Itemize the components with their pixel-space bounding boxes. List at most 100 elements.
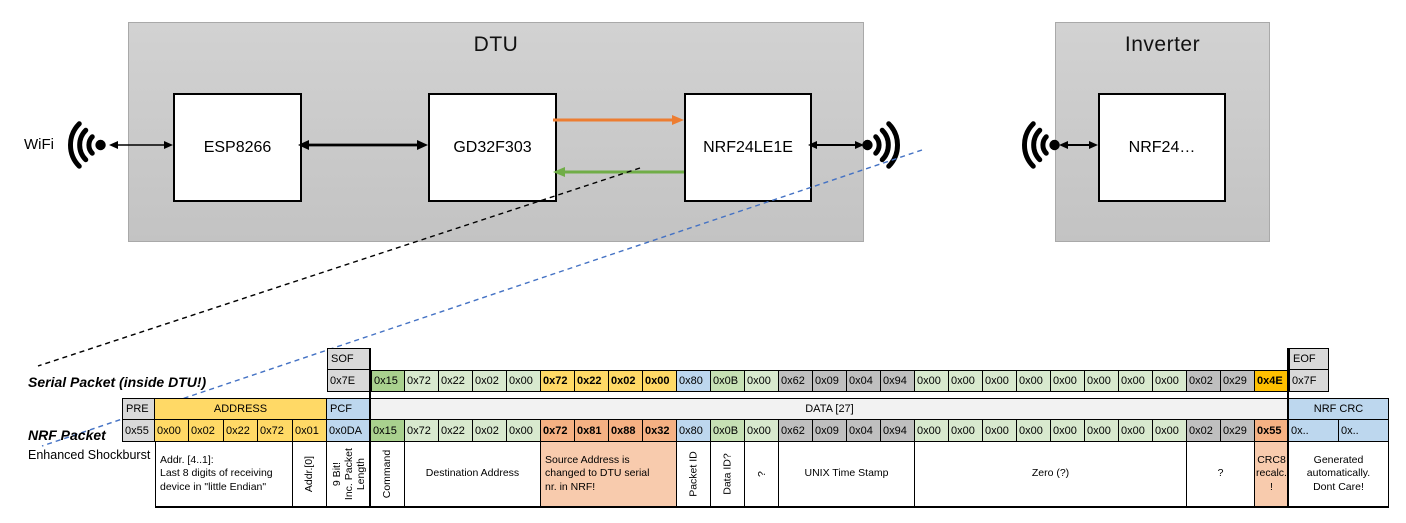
nrf-byte-cell: 0x02 — [1187, 420, 1221, 442]
nrf-byte-cell: 0x55 — [1255, 420, 1289, 442]
chip-nrf24-inverter-label: NRF24… — [1128, 138, 1196, 156]
serial-byte-cell: 0x00 — [983, 370, 1017, 392]
serial-byte-cell: 0x02 — [1187, 370, 1221, 392]
sof-column: SOF 0x7E — [327, 348, 371, 392]
nrf-byte-cell: 0x04 — [847, 420, 881, 442]
annotation-cell: Command — [371, 442, 405, 508]
wifi-icon — [68, 121, 106, 169]
nrf-packet-label: NRF Packet — [28, 427, 106, 443]
annotation-row: Addr. [4..1]: Last 8 digits of receiving… — [155, 442, 1389, 508]
inverter-container: Inverter — [1055, 22, 1270, 242]
serial-byte-cell: 0x0B — [711, 370, 745, 392]
annotation-cell: ? — [745, 442, 779, 508]
annotation-cell: Addr. [4..1]: Last 8 digits of receiving… — [155, 442, 293, 508]
sof-header: SOF — [327, 348, 371, 370]
serial-byte-cell: 0x04 — [847, 370, 881, 392]
nrf-byte-cell: 0x81 — [575, 420, 609, 442]
serial-packet-label: Serial Packet (inside DTU!) — [28, 374, 207, 390]
serial-byte-cell: 0x00 — [1119, 370, 1153, 392]
serial-byte-cell: 0x02 — [609, 370, 643, 392]
nrf-byte-cell: 0x72 — [541, 420, 575, 442]
nrf-byte-cell: 0x72 — [258, 420, 293, 442]
pre-header: PRE — [122, 398, 155, 420]
nrf-byte-cell: 0x88 — [609, 420, 643, 442]
annotation-cell: Zero (?) — [915, 442, 1187, 508]
pcf-header: PCF — [327, 398, 371, 420]
nrf-byte-cell: 0x09 — [813, 420, 847, 442]
nrf-byte-cell: 0x80 — [677, 420, 711, 442]
serial-byte-cell: 0x00 — [1153, 370, 1187, 392]
serial-byte-cell: 0x94 — [881, 370, 915, 392]
nrf-crc-header: NRF CRC — [1289, 398, 1389, 420]
address-header: ADDRESS — [155, 398, 327, 420]
serial-byte-cell: 0x22 — [439, 370, 473, 392]
serial-byte-cell: 0x00 — [643, 370, 677, 392]
serial-byte-cell: 0x00 — [1051, 370, 1085, 392]
eof-header: EOF — [1289, 348, 1329, 370]
annotation-cell: CRC8 recalc. ! — [1255, 442, 1289, 508]
nrf-byte-cell: 0x0DA — [327, 420, 371, 442]
serial-byte-cell: 0x00 — [1085, 370, 1119, 392]
nrf-byte-cell: 0x00 — [1017, 420, 1051, 442]
enhanced-shockburst-label: Enhanced Shockburst — [28, 448, 151, 462]
chip-gd32f303-label: GD32F303 — [453, 138, 532, 156]
chip-nrf24le1e: NRF24LE1E — [684, 93, 812, 202]
annotation-cell: Data ID? — [711, 442, 745, 508]
nrf-byte-cell: 0x00 — [745, 420, 779, 442]
nrf-byte-cell: 0x00 — [949, 420, 983, 442]
annotation-cell: UNIX Time Stamp — [779, 442, 915, 508]
data-right-separator — [1287, 348, 1289, 508]
nrf-byte-cell: 0x15 — [371, 420, 405, 442]
nrf-byte-cell: 0x72 — [405, 420, 439, 442]
inverter-title: Inverter — [1124, 33, 1201, 56]
nrf-byte-cell: 0x29 — [1221, 420, 1255, 442]
serial-byte-cell: 0x72 — [405, 370, 439, 392]
nrf-byte-cell: 0x00 — [1085, 420, 1119, 442]
nrf-header-row: PRE ADDRESS PCF DATA [27] NRF CRC — [122, 398, 1389, 420]
serial-byte-cell: 0x02 — [473, 370, 507, 392]
serial-byte-cell: 0x00 — [949, 370, 983, 392]
chip-gd32f303: GD32F303 — [428, 93, 557, 202]
annotation-cell: 9 Bit! Inc. Packet Length — [327, 442, 371, 508]
serial-byte-cell: 0x80 — [677, 370, 711, 392]
nrf-byte-cell: 0x55 — [122, 420, 155, 442]
serial-byte-cell: 0x00 — [745, 370, 779, 392]
wifi-icon — [862, 121, 900, 169]
serial-byte-cell: 0x09 — [813, 370, 847, 392]
nrf-byte-cell: 0x02 — [189, 420, 224, 442]
serial-byte-cell: 0x62 — [779, 370, 813, 392]
nrf-byte-cell: 0x.. — [1339, 420, 1389, 442]
serial-byte-cell: 0x00 — [507, 370, 541, 392]
chip-nrf24le1e-label: NRF24LE1E — [703, 138, 793, 156]
serial-byte-cell: 0x4E — [1255, 370, 1289, 392]
sof-value: 0x7E — [327, 370, 371, 392]
serial-byte-cell: 0x15 — [371, 370, 405, 392]
nrf-byte-cell: 0x01 — [293, 420, 327, 442]
chip-esp8266: ESP8266 — [173, 93, 302, 202]
annotation-cell: Packet ID — [677, 442, 711, 508]
nrf-byte-cell: 0x94 — [881, 420, 915, 442]
annotation-cell: Source Address is changed to DTU serial … — [541, 442, 677, 508]
nrf-byte-cell: 0x0B — [711, 420, 745, 442]
nrf-byte-cell: 0x02 — [473, 420, 507, 442]
nrf-byte-cell: 0x00 — [155, 420, 189, 442]
chip-esp8266-label: ESP8266 — [203, 138, 272, 156]
serial-byte-cell: 0x22 — [575, 370, 609, 392]
nrf-byte-cell: 0x22 — [439, 420, 473, 442]
annotation-cell: Addr.[0] — [293, 442, 327, 508]
nrf-byte-cell: 0x00 — [1119, 420, 1153, 442]
dtu-title: DTU — [473, 33, 519, 56]
nrf-byte-cell: 0x00 — [983, 420, 1017, 442]
wifi-icon — [1022, 121, 1060, 169]
data-header: DATA [27] — [371, 398, 1289, 420]
serial-byte-cell: 0x72 — [541, 370, 575, 392]
nrf-byte-cell: 0x00 — [507, 420, 541, 442]
nrf-byte-cell: 0x.. — [1289, 420, 1339, 442]
annotation-cell: ? — [1187, 442, 1255, 508]
serial-byte-cell: 0x00 — [1017, 370, 1051, 392]
nrf-byte-cell: 0x32 — [643, 420, 677, 442]
nrf-byte-cell: 0x62 — [779, 420, 813, 442]
wifi-label: WiFi — [24, 136, 54, 153]
